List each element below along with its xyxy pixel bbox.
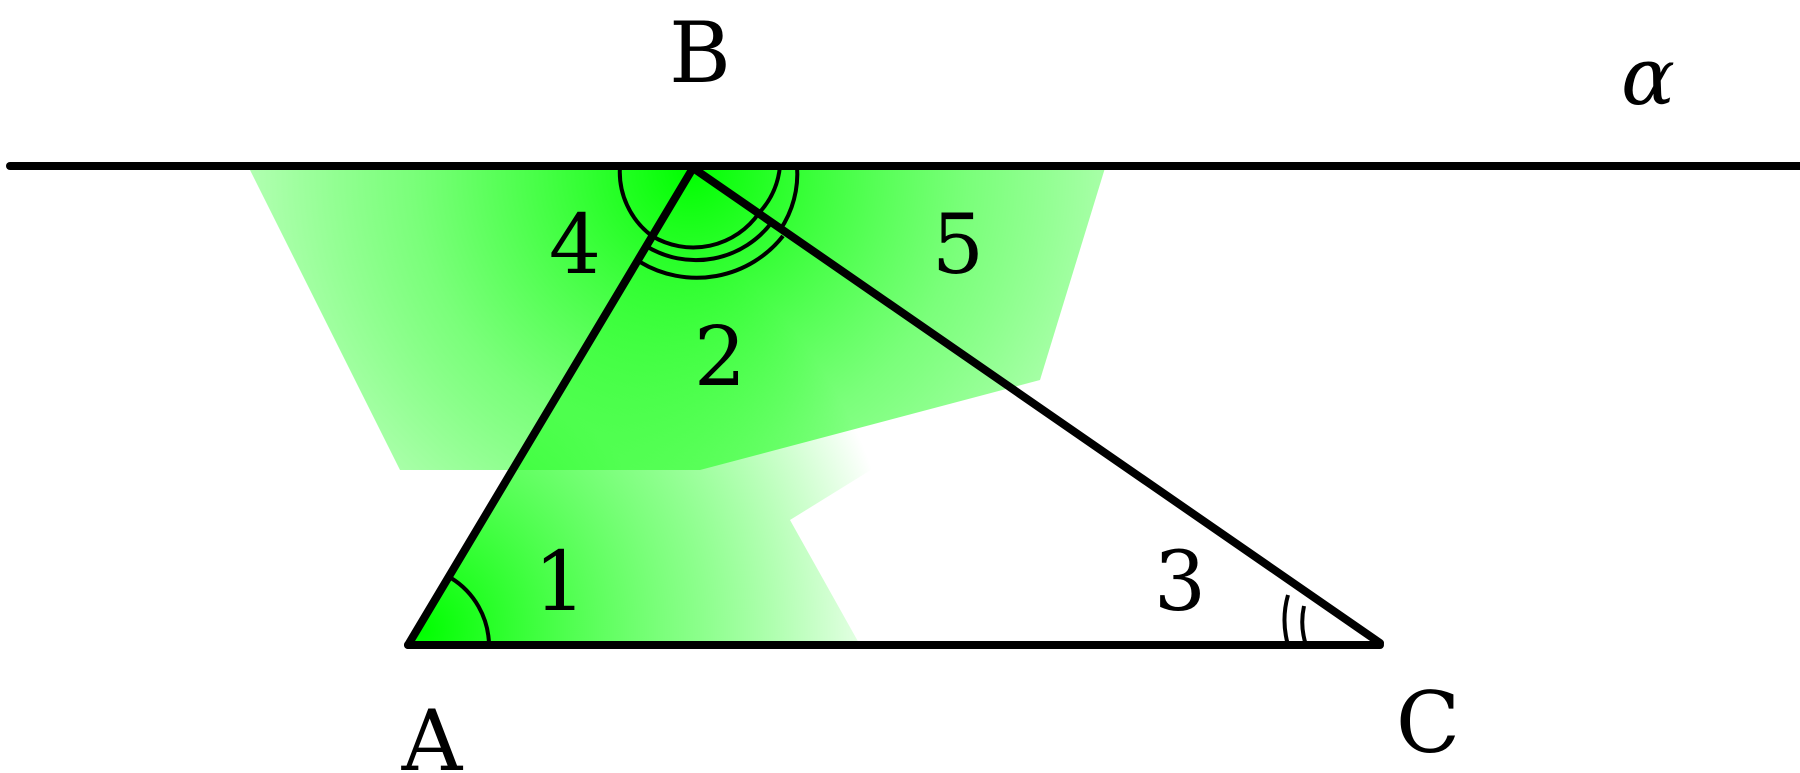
angle-2-arc-outer xyxy=(638,234,785,280)
angle-4-arc xyxy=(617,165,654,238)
angle-2-arc-mid xyxy=(644,220,774,263)
angle-label-3: 3 xyxy=(1154,535,1206,630)
angle-1-arc xyxy=(449,576,491,646)
vertex-label-a: A xyxy=(401,692,464,773)
angle-3-arc-inner xyxy=(1300,605,1308,646)
angle-label-5: 5 xyxy=(932,198,984,293)
angle-label-2: 2 xyxy=(694,310,746,405)
angle-label-1: 1 xyxy=(534,535,586,630)
vertex-label-b: B xyxy=(669,4,731,102)
angle-2-arc xyxy=(650,211,761,250)
highlight-region-a xyxy=(408,168,1000,645)
plane-label: α xyxy=(1621,30,1675,123)
angle-5-arc-outer xyxy=(778,165,800,232)
side-bc xyxy=(689,164,1384,647)
vertex-label-c: C xyxy=(1396,674,1460,772)
angle-5-arc-inner xyxy=(757,165,782,215)
angle-label-4: 4 xyxy=(549,198,601,293)
angle-3-arc-outer xyxy=(1282,594,1290,646)
